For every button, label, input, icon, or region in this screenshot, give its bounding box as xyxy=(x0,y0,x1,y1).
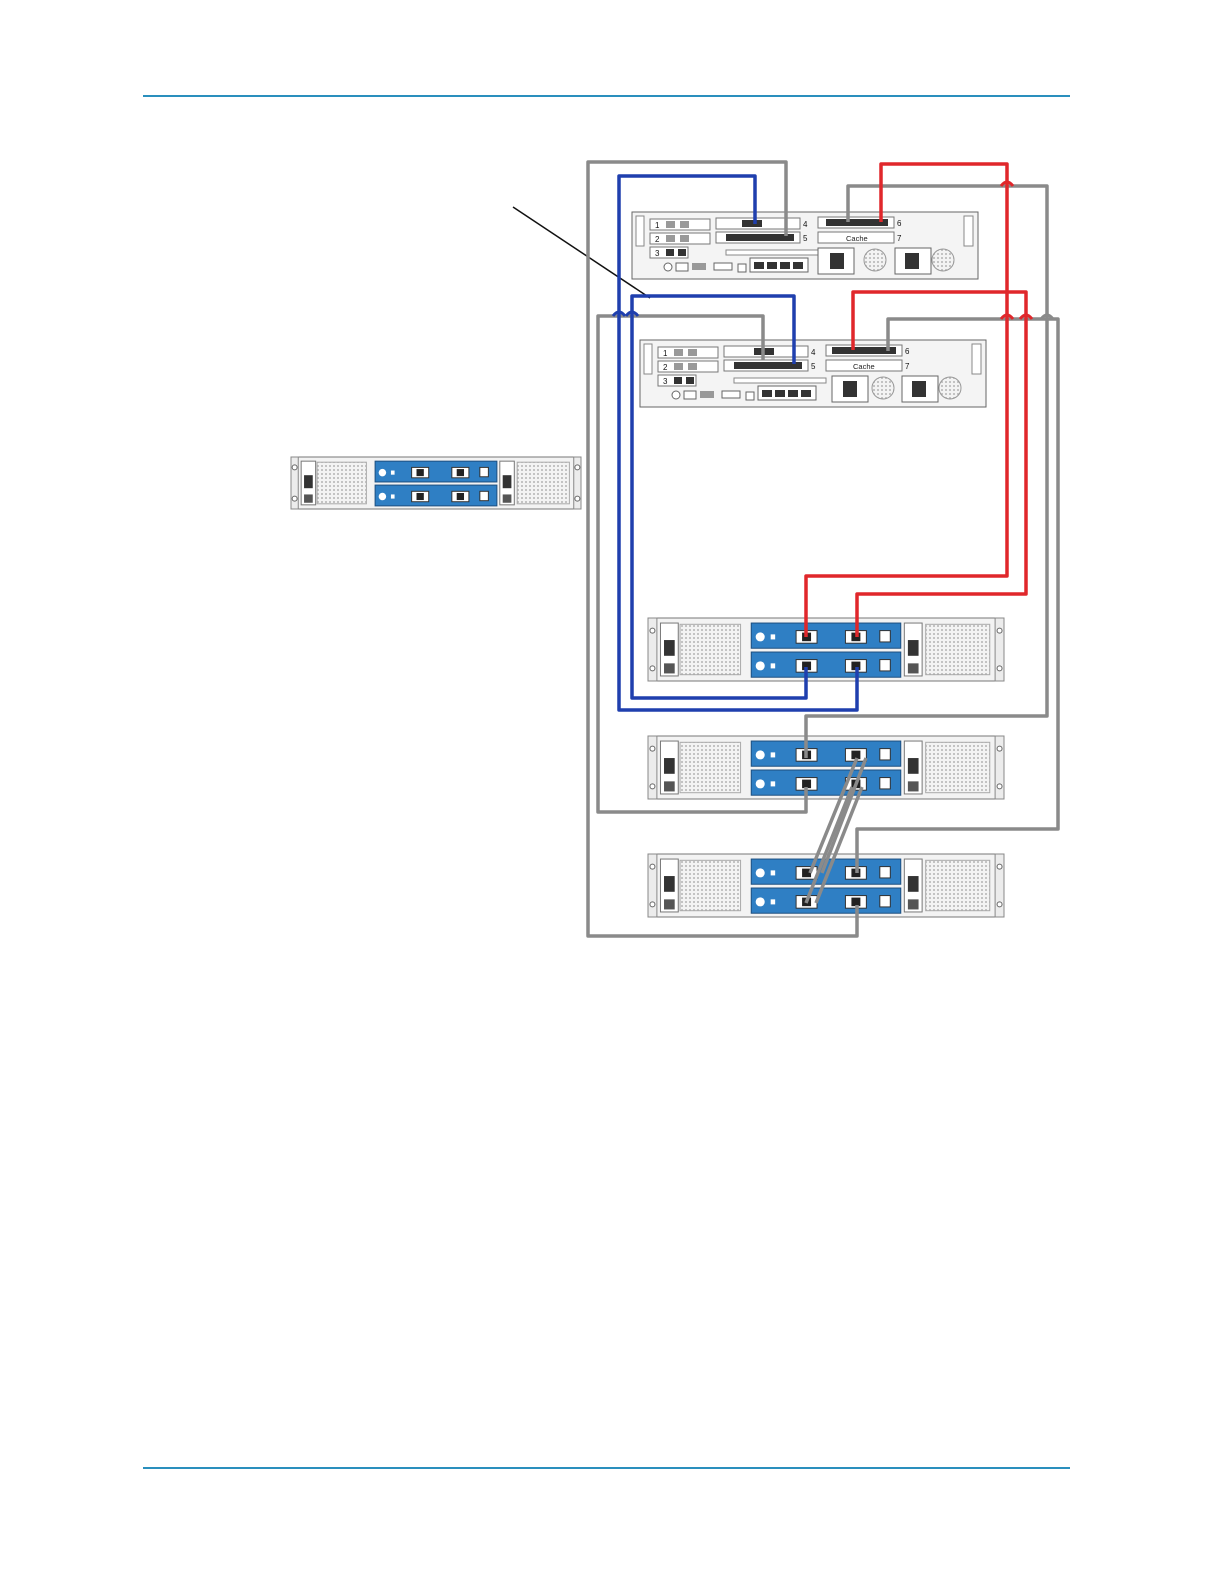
disk-shelf-1 xyxy=(648,618,1004,681)
slot-1-label: 1 xyxy=(663,349,668,358)
slot-1-label: 1 xyxy=(655,221,660,230)
cache-label: Cache xyxy=(846,234,868,243)
disk-shelf-standalone xyxy=(291,457,581,509)
slot-4-label: 4 xyxy=(803,220,808,229)
controller-bottom: 1 2 3 4 5 Cache 6 7 xyxy=(640,340,986,407)
slot-6-label: 6 xyxy=(897,219,902,228)
slot-2-label: 2 xyxy=(655,235,660,244)
slot-6-label: 6 xyxy=(905,347,910,356)
slot-7-label: 7 xyxy=(905,362,910,371)
slot-3-label: 3 xyxy=(663,377,668,386)
slot-7-label: 7 xyxy=(897,234,902,243)
slot-5-label: 5 xyxy=(803,234,808,243)
controller-top: 1 2 3 4 5 Cache 6 7 xyxy=(632,212,978,279)
slot-2-label: 2 xyxy=(663,363,668,372)
cache-label: Cache xyxy=(853,362,875,371)
slot-5-label: 5 xyxy=(811,362,816,371)
disk-shelf-2 xyxy=(648,736,1004,799)
disk-shelves xyxy=(291,457,1004,917)
callout-leader-line xyxy=(513,207,650,298)
slot-3-label: 3 xyxy=(655,249,660,258)
slot-4-label: 4 xyxy=(811,348,816,357)
